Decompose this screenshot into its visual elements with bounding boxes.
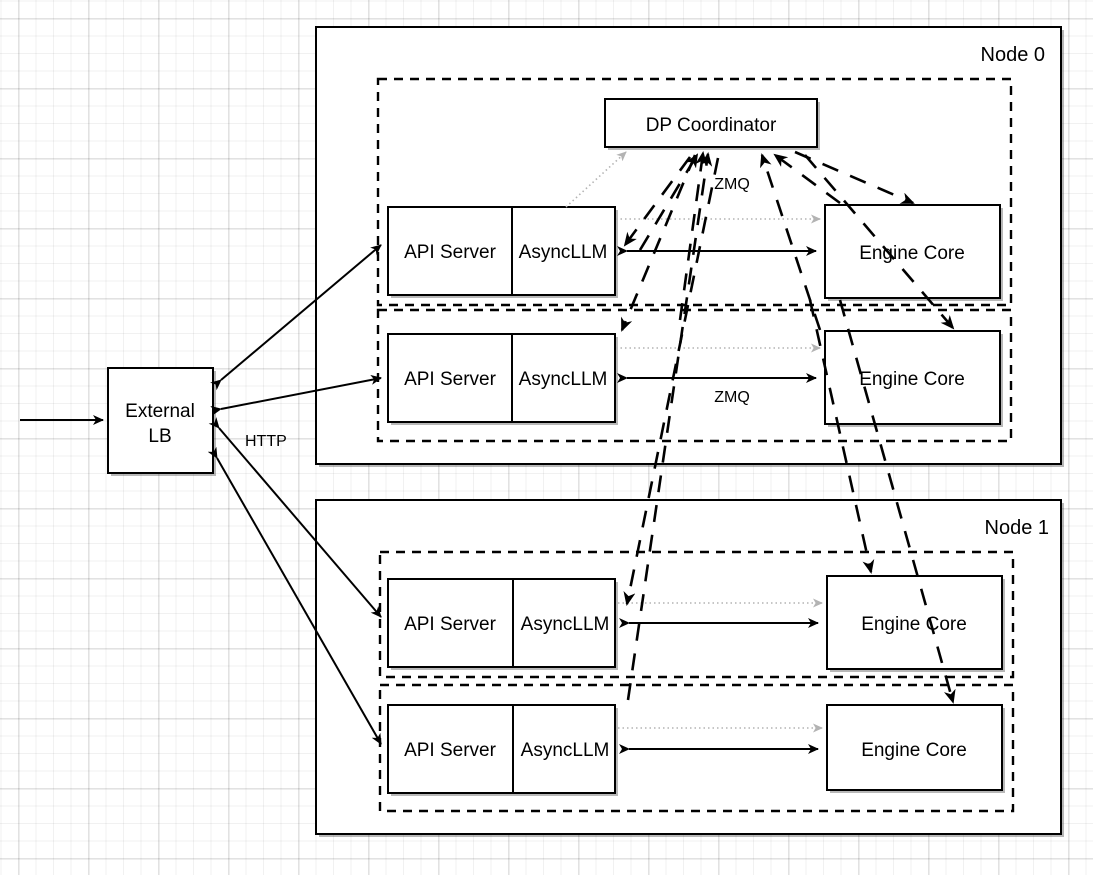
node-0-rank-1-engine-core-label: Engine Core (859, 369, 965, 390)
node-1-rank-1-engine-core-label: Engine Core (861, 740, 967, 761)
node-0-rank-0-engine-core[interactable]: Engine Core (824, 204, 1003, 301)
node-0-title: Node 0 (981, 44, 1046, 66)
node-0-rank-1-api-server-label: API Server (404, 369, 497, 390)
node-1-rank-1-asyncllm-label: AsyncLLM (521, 740, 610, 761)
lb-to-node-0-rank-1-api-edge (210, 374, 382, 416)
node-0-rank-0-api-server-group[interactable]: API Server AsyncLLM (387, 206, 618, 298)
external-lb-label-line2: LB (148, 426, 171, 447)
node-0-rank-1-engine-core[interactable]: Engine Core (824, 330, 1003, 427)
node-1-rank-1-api-server-group[interactable]: API Server AsyncLLM (387, 704, 618, 796)
coord-edge-to-node-0-rank-0-asyncllm (623, 156, 692, 247)
coord-edge-to-node-0-rank-0-engine (794, 150, 915, 205)
node-0-rank-0-api-server-label: API Server (404, 242, 497, 263)
node-0-rank-0-zmq-label: ZMQ (714, 176, 750, 193)
node-0-rank-0-group (376, 77, 1013, 307)
node-1-rank-1-engine-core[interactable]: Engine Core (826, 704, 1005, 793)
coord-edge-to-node-0-rank-1-asyncllm (620, 154, 697, 332)
node-0-rank-0-asyncllm-label: AsyncLLM (519, 242, 608, 263)
lb-to-node-1-rank-1-api-edge (207, 446, 382, 745)
node-1-rank-1-api-server-label: API Server (404, 740, 497, 761)
dp-coordinator[interactable]: DP Coordinator (604, 98, 820, 150)
coord-edge-to-node-1-rank-0-engine (808, 299, 875, 574)
node-1-rank-0-api-server-group[interactable]: API Server AsyncLLM (387, 578, 618, 670)
external-lb[interactable]: External LB (107, 367, 216, 476)
node-0-rank-0-engine-core-label: Engine Core (859, 243, 965, 264)
node-1-rank-0-api-server-label: API Server (404, 614, 497, 635)
node-0-rank-1-asyncllm-label: AsyncLLM (519, 369, 608, 390)
node-1-rank-1-group (378, 683, 1015, 813)
lb-to-node-0-rank-0-api-edge (210, 244, 382, 391)
coord-edge-to-node-1-rank-1-engine (838, 299, 956, 704)
coord-edge-from-node-1-rank-0-asyncllm (626, 152, 713, 701)
node-1-title: Node 1 (985, 517, 1050, 539)
node-1-rank-0-asyncllm-label: AsyncLLM (521, 614, 610, 635)
coord-edge-from-node-0-rank-0-engine (773, 153, 841, 205)
node-0-rank-1-zmq-label: ZMQ (714, 389, 750, 406)
node-0-rank-0-coordinator-dotted-edge (565, 151, 627, 208)
coord-edge-from-node-0-rank-0-asyncllm (638, 153, 699, 251)
external-lb-label-line1: External (125, 401, 195, 422)
coord-edge-to-node-1-rank-0-asyncllm (623, 157, 720, 606)
node-1-rank-0-engine-core-label: Engine Core (861, 614, 967, 635)
node-1-rank-0-engine-core[interactable]: Engine Core (826, 575, 1005, 672)
dp-coordinator-label: DP Coordinator (646, 115, 777, 136)
node-0-rank-1-api-server-group[interactable]: API Server AsyncLLM (387, 333, 618, 425)
node-1-rank-0-group (378, 550, 1015, 679)
coord-edge-to-node-0-rank-1-engine (804, 154, 955, 330)
http-edge-label: HTTP (245, 433, 287, 450)
